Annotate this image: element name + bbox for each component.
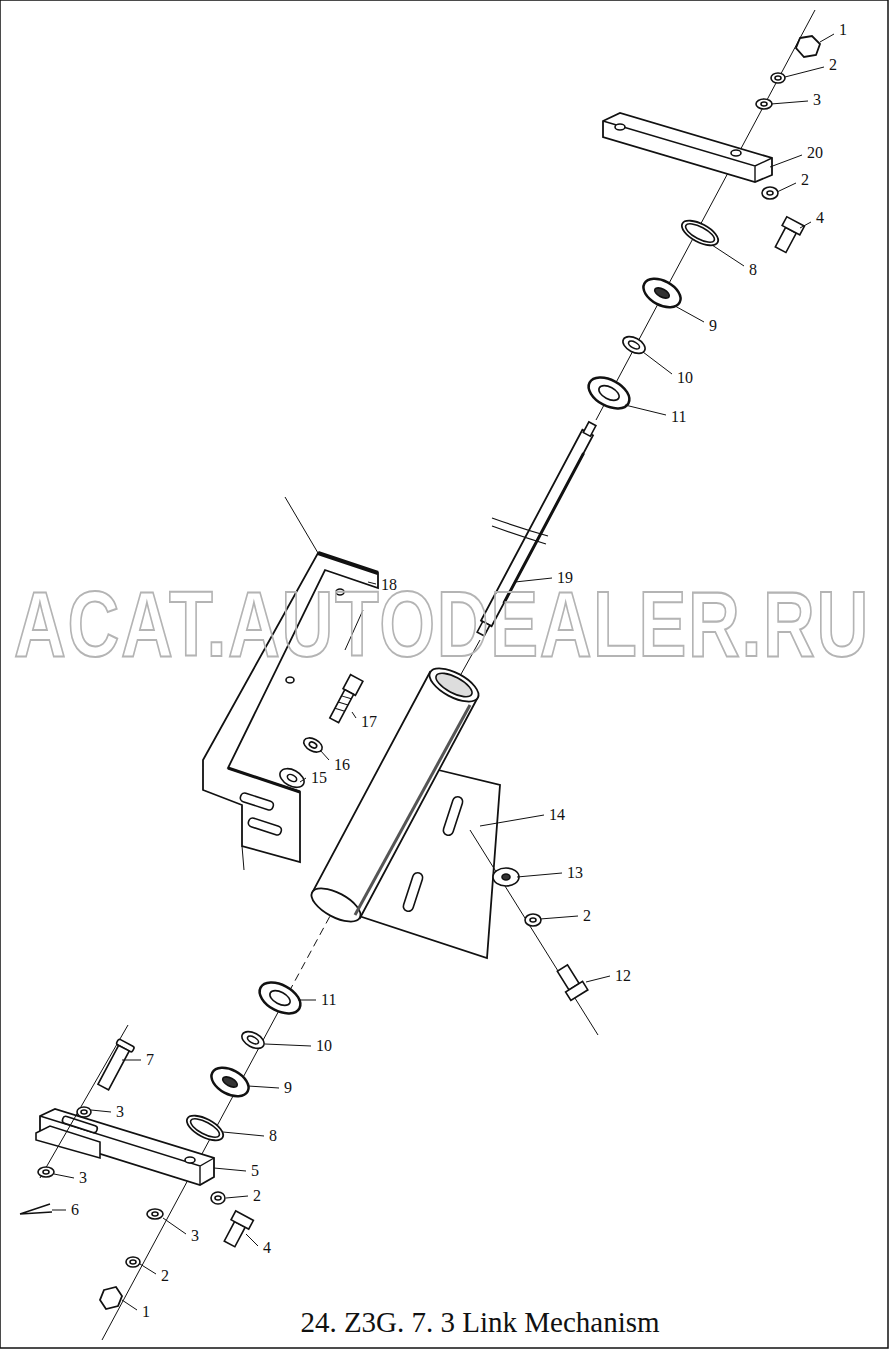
callout-number: 10: [676, 370, 694, 386]
callout-number: 14: [548, 807, 566, 823]
callout-number: 2: [800, 172, 810, 188]
callout-number: 4: [815, 210, 825, 226]
callout-number: 3: [190, 1228, 200, 1244]
callout-number: 4: [262, 1240, 272, 1256]
callout-number: 1: [141, 1304, 151, 1320]
callout-number: 10: [315, 1038, 333, 1054]
callout-number: 11: [670, 409, 687, 425]
callout-number: 2: [828, 57, 838, 73]
callout-number: 2: [582, 908, 592, 924]
callout-number: 17: [360, 714, 378, 730]
caption: 24. Z3G. 7. 3 Link Mechanism: [300, 1308, 659, 1337]
callout-number: 3: [115, 1104, 125, 1120]
callout-number: 3: [78, 1170, 88, 1186]
callout-number: 8: [748, 262, 758, 278]
callout-number: 20: [806, 145, 824, 161]
callout-number: 1: [838, 22, 848, 38]
callout-number: 13: [566, 865, 584, 881]
callout-number: 6: [70, 1202, 80, 1218]
callout-number: 3: [812, 92, 822, 108]
callout-number: 8: [268, 1128, 278, 1144]
watermark: ACAT.AUTODEALER.RU: [14, 578, 870, 670]
callout-number: 7: [145, 1052, 155, 1068]
callout-number: 16: [333, 757, 351, 773]
callout-number: 15: [310, 770, 328, 786]
callout-number: 5: [250, 1163, 260, 1179]
callout-number: 9: [708, 318, 718, 334]
callout-number: 2: [160, 1268, 170, 1284]
callout-number: 11: [320, 992, 337, 1008]
callout-number: 2: [252, 1188, 262, 1204]
callout-number: 12: [614, 968, 632, 984]
callout-number: 9: [283, 1080, 293, 1096]
